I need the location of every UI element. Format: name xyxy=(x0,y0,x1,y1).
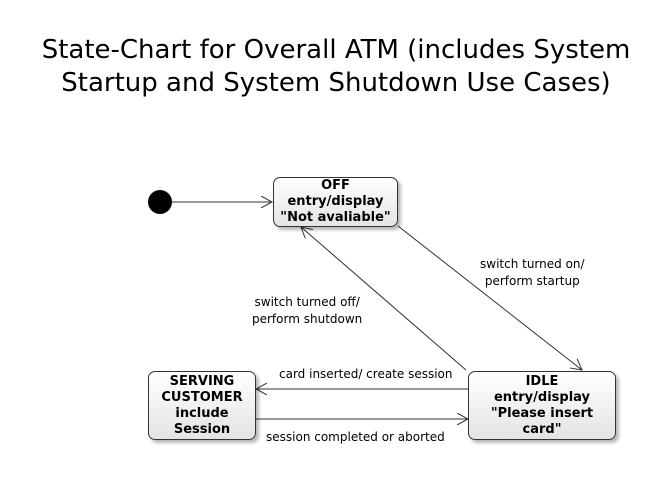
switch-off-label: switch turned off/ perform shutdown xyxy=(252,294,362,328)
switch-on-label-line-1: switch turned on/ xyxy=(480,257,585,271)
session-completed-label: session completed or aborted xyxy=(266,430,445,444)
off-to-idle-arrow xyxy=(397,225,582,370)
card-inserted-label: card inserted/ create session xyxy=(279,367,453,381)
state-idle: IDLE entry/display "Please insert card" xyxy=(468,371,616,440)
state-off-name: OFF xyxy=(321,178,350,193)
state-serving-customer: SERVING CUSTOMER include Session xyxy=(148,371,256,440)
state-off-entry: entry/display xyxy=(287,194,384,209)
state-serving-session: Session xyxy=(173,421,231,437)
state-idle-entry: entry/display xyxy=(493,389,591,405)
state-serving-name-2: CUSTOMER xyxy=(161,389,243,405)
switch-off-label-line-2: perform shutdown xyxy=(252,312,363,326)
initial-state-dot xyxy=(148,190,172,214)
state-off: OFF entry/display "Not avaliable" xyxy=(273,177,398,227)
switch-on-label-line-2: perform startup xyxy=(484,274,580,288)
state-idle-name: IDLE xyxy=(525,373,559,389)
title-line-2: Startup and System Shutdown Use Cases) xyxy=(61,68,611,98)
switch-on-label: switch turned on/ perform startup xyxy=(480,256,585,290)
switch-off-label-line-1: switch turned off/ xyxy=(254,295,360,309)
diagram-title: State-Chart for Overall ATM (includes Sy… xyxy=(0,34,672,100)
state-off-message: "Not avaliable" xyxy=(280,210,391,225)
state-idle-message-1: "Please insert xyxy=(490,405,594,421)
state-serving-include: include xyxy=(175,405,229,421)
state-serving-name-1: SERVING xyxy=(169,373,235,389)
idle-to-off-arrow xyxy=(301,227,467,371)
title-line-1: State-Chart for Overall ATM (includes Sy… xyxy=(41,35,631,65)
state-idle-message-2: card" xyxy=(522,421,562,437)
